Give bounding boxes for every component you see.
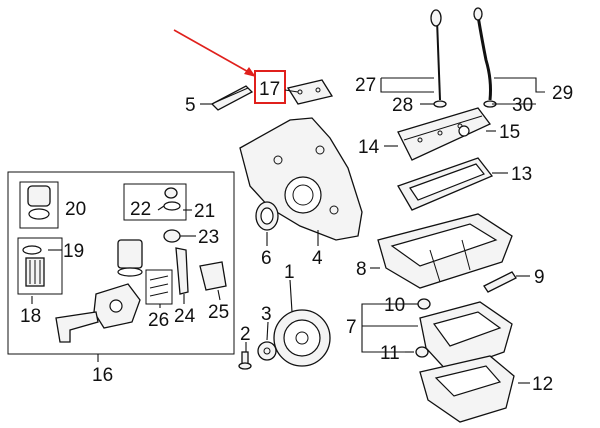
callout-18: 18 — [20, 306, 41, 327]
callout-7: 7 — [346, 317, 357, 338]
part-25-bracket — [199, 261, 227, 291]
callout-15: 15 — [499, 122, 520, 143]
callout-10: 10 — [384, 295, 405, 316]
part-6-seal — [255, 201, 279, 231]
callout-25: 25 — [208, 302, 229, 323]
callout-6: 6 — [261, 248, 272, 269]
callout-28: 28 — [392, 95, 413, 116]
callout-1: 1 — [284, 262, 295, 283]
callout-16: 16 — [92, 365, 113, 386]
part-14-valve-cover — [397, 107, 492, 161]
callout-23: 23 — [198, 227, 219, 248]
callout-11: 11 — [380, 343, 400, 364]
callout-12: 12 — [532, 374, 553, 395]
part-26-sheet — [145, 269, 173, 305]
callout-8: 8 — [356, 259, 367, 280]
part-10-plug — [417, 298, 431, 310]
part-11-drain-plug — [415, 346, 429, 358]
part-13-gasket — [397, 157, 494, 211]
callout-19: 19 — [63, 241, 84, 262]
callout-26: 26 — [148, 310, 169, 331]
callout-4: 4 — [312, 248, 323, 269]
part-29-dipstick-tube — [473, 7, 497, 108]
callout-13: 13 — [511, 164, 532, 185]
part-3-plate — [257, 341, 277, 361]
callout-27: 27 — [355, 75, 376, 96]
part-5-strip — [210, 85, 254, 111]
highlight-arrow — [173, 29, 256, 77]
callout-24: 24 — [174, 306, 196, 327]
callout-9: 9 — [534, 267, 545, 288]
callout-21: 21 — [194, 201, 215, 222]
part-oil-cooler-housing — [117, 239, 143, 277]
callout-labels: 1 2 3 4 5 6 7 8 9 10 11 12 13 14 15 16 1… — [20, 75, 573, 395]
part-7-oil-pan — [419, 301, 513, 373]
part-1-flywheel — [273, 309, 331, 367]
callout-5: 5 — [185, 95, 196, 116]
part-18-19-filter-box — [17, 237, 63, 295]
callout-29: 29 — [552, 83, 573, 104]
part-24-pipe — [175, 247, 189, 295]
callout-17: 17 — [259, 79, 280, 100]
callout-14: 14 — [358, 137, 380, 158]
part-8-oil-pan-upper — [377, 213, 513, 289]
part-17-gasket — [286, 79, 334, 105]
part-27-dipstick — [430, 9, 447, 108]
part-16-group-box — [7, 171, 235, 355]
callout-30: 30 — [512, 95, 533, 116]
part-12-lower-pan — [419, 355, 515, 423]
highlight-box-17 — [254, 70, 286, 104]
callout-22: 22 — [130, 199, 151, 220]
part-21-22-seal-box — [123, 183, 187, 221]
callout-2: 2 — [240, 324, 251, 345]
part-23-cap — [163, 229, 181, 243]
callout-3: 3 — [261, 304, 272, 325]
part-20-filter-cap — [19, 181, 59, 229]
leader-lines — [31, 77, 545, 384]
callout-20: 20 — [65, 199, 86, 220]
part-2-bolt — [238, 351, 252, 370]
part-filter-housing — [55, 283, 141, 343]
part-9-strip — [483, 271, 517, 293]
